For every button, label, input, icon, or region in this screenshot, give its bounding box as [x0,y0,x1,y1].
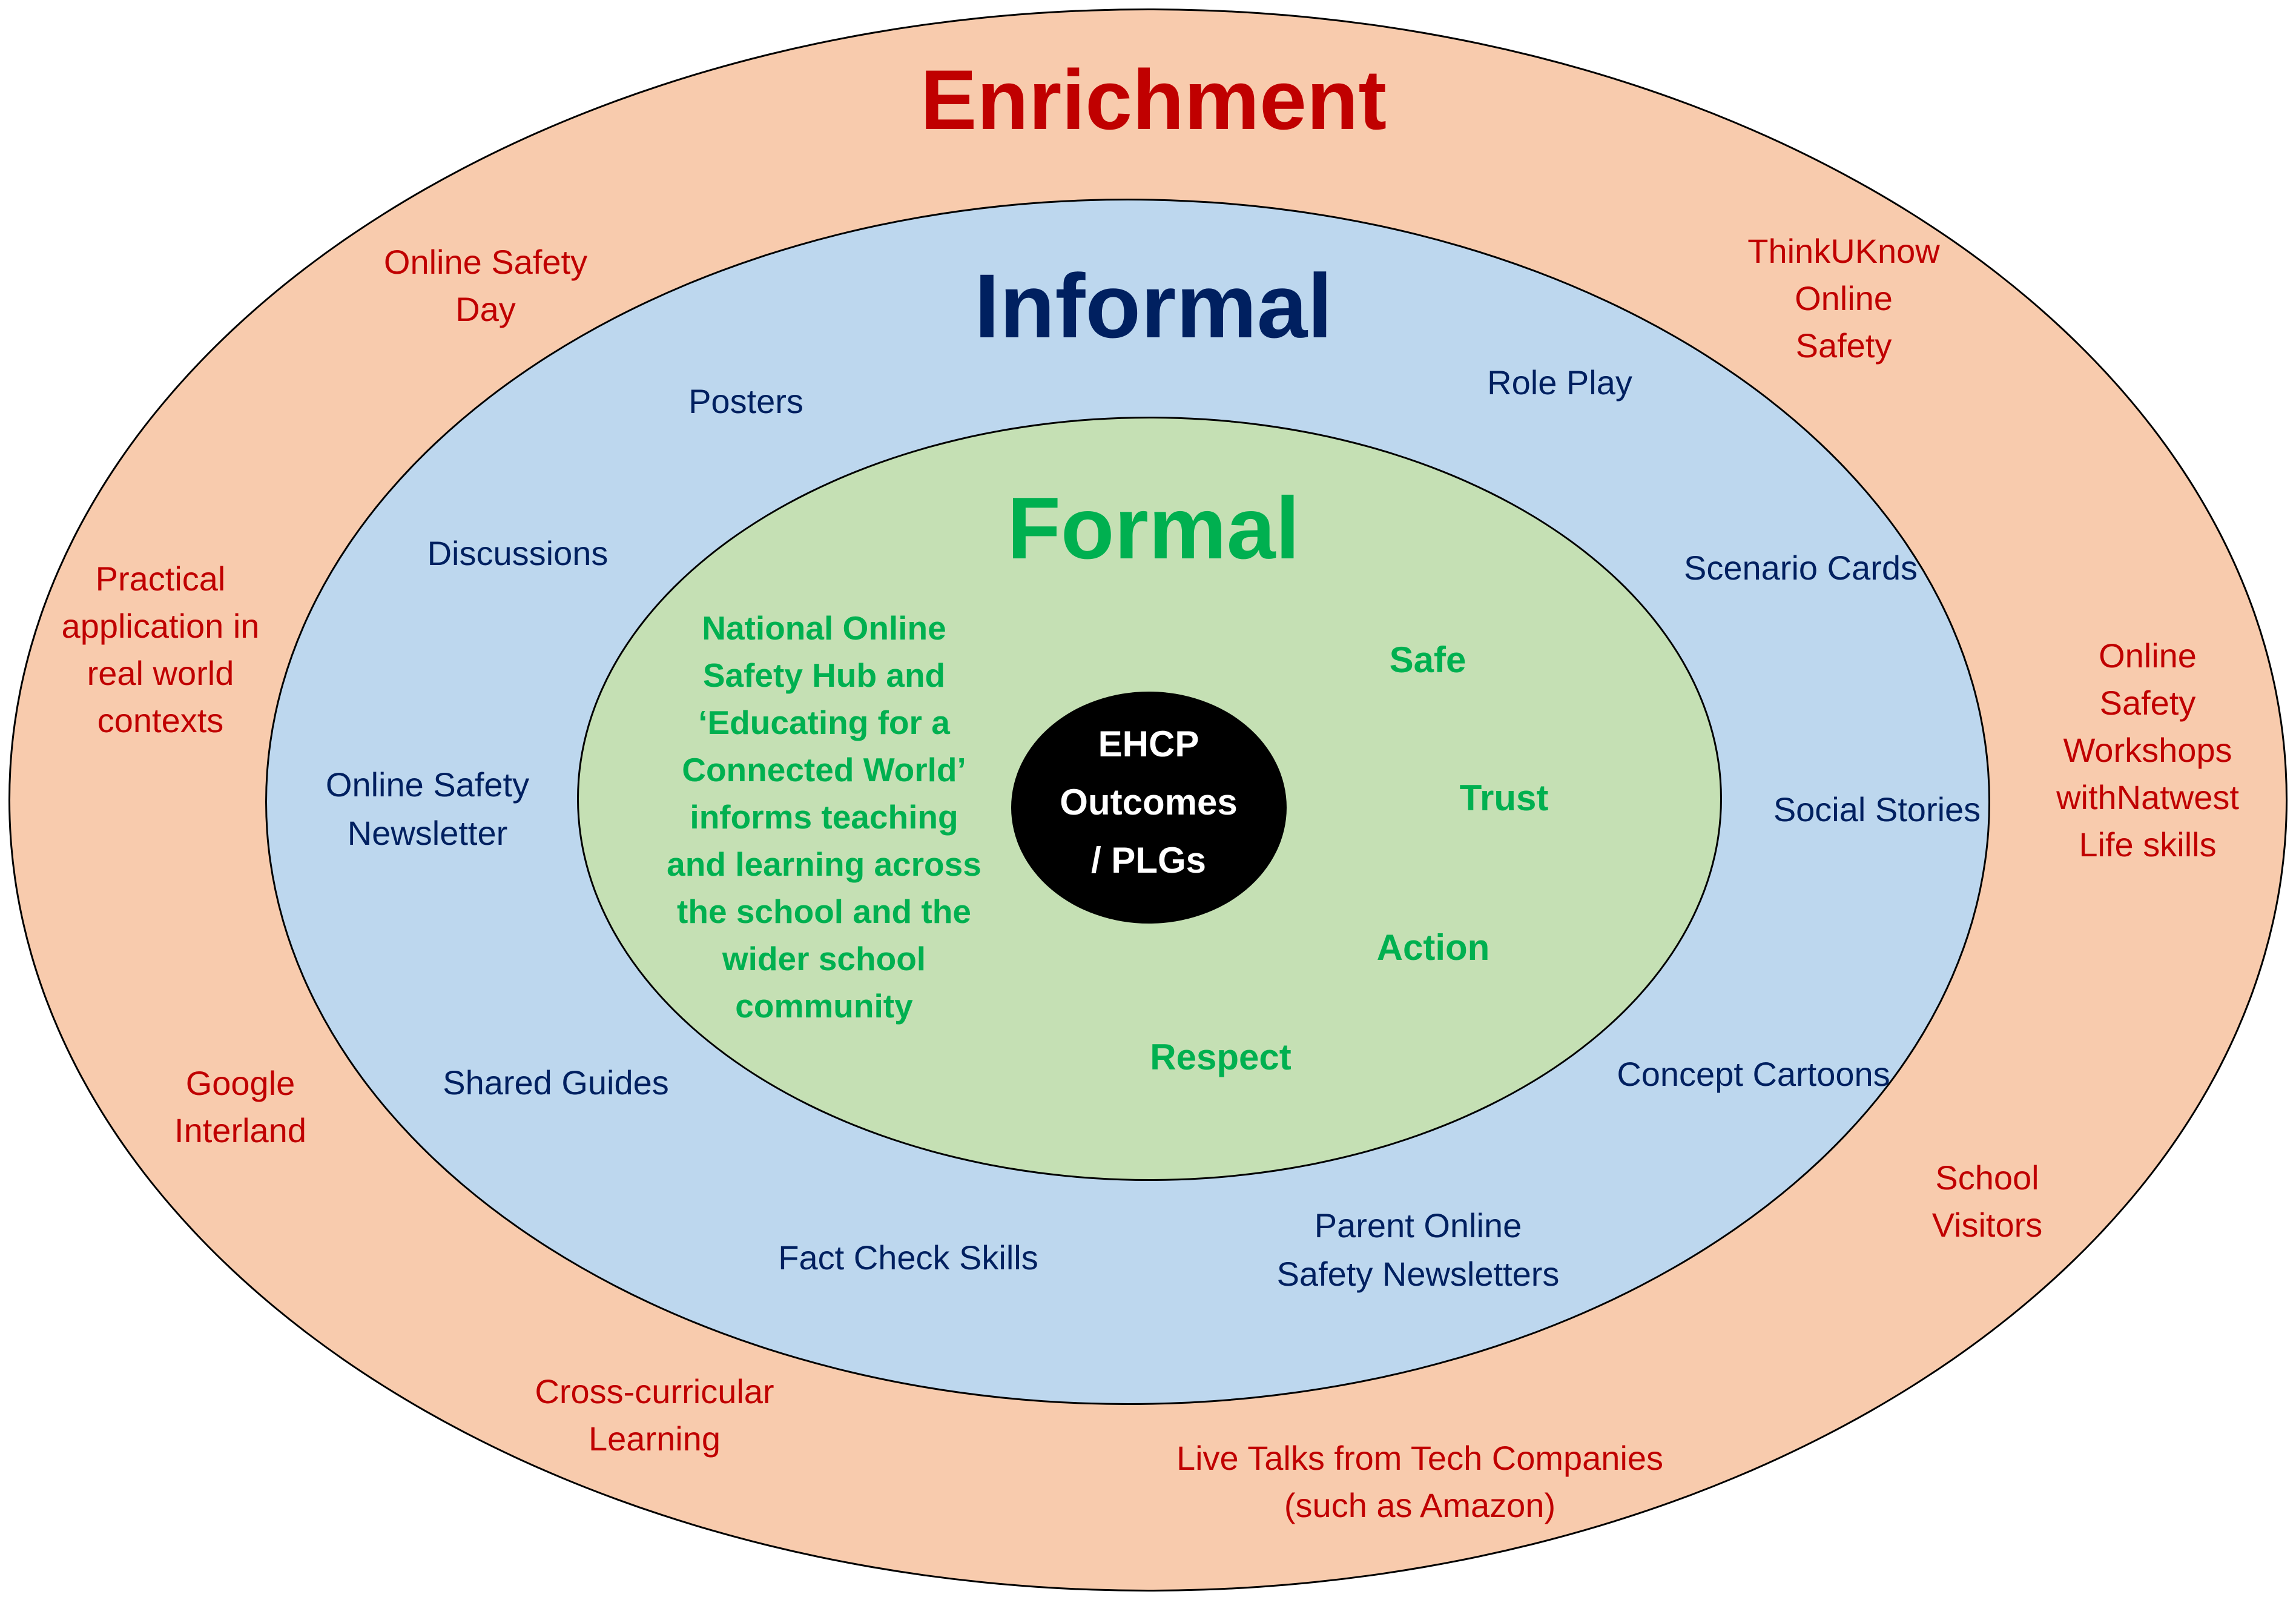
enrichment-item: School Visitors [1931,1159,2043,1244]
informal-item: Concept Cartoons [1617,1055,1890,1093]
formal-value: Action [1376,927,1490,968]
formal-value: Safe [1389,640,1466,680]
formal-value: Trust [1459,778,1549,818]
informal-item: Posters [688,382,803,420]
formal-value: Respect [1150,1037,1292,1077]
informal-item: Parent Online Safety Newsletters [1276,1206,1560,1293]
informal-title: Informal [974,255,1333,357]
enrichment-item: ThinkUKnow Online Safety [1747,232,1940,365]
formal-description: National Online Safety Hub and ‘Educatin… [667,609,981,1025]
informal-item: Fact Check Skills [778,1238,1038,1277]
informal-item: Social Stories [1773,790,1981,828]
formal-title: Formal [1007,479,1300,577]
enrichment-item: Live Talks from Tech Companies (such as … [1176,1439,1664,1524]
enrichment-item: Google Interland [174,1064,306,1149]
enrichment-item: Practical application in real world cont… [61,560,260,739]
informal-item: Online Safety Newsletter [325,765,530,852]
informal-item: Shared Guides [443,1063,669,1102]
informal-item: Discussions [427,534,609,572]
enrichment-item: Online Safety Day [383,243,588,328]
center-circle [1011,692,1287,924]
enrichment-title: Enrichment [920,52,1387,147]
center-label: EHCP Outcomes / PLGs [1060,724,1238,881]
informal-item: Scenario Cards [1684,549,1918,587]
informal-item: Role Play [1487,363,1632,402]
enrichment-item: Online Safety Workshops withNatwest Life… [2056,636,2239,864]
enrichment-item: Cross-curricular Learning [535,1372,774,1458]
